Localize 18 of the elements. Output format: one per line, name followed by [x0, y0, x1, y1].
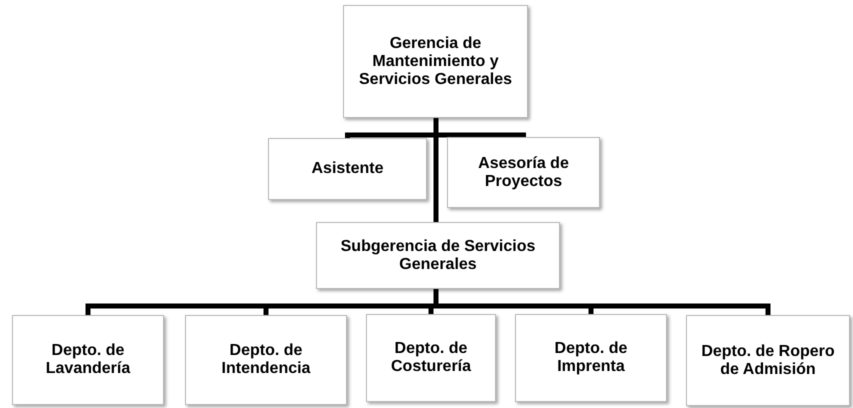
- org-box: [366, 314, 496, 402]
- org-box: [447, 137, 600, 208]
- org-box: [686, 315, 850, 406]
- box-label: Asistente: [310, 160, 385, 178]
- box-label: Subgerencia de Servicios Generales: [340, 238, 536, 274]
- org-box: [185, 315, 347, 405]
- box-label: Depto. de Imprenta: [554, 340, 628, 376]
- box-label: Depto. de Lavandería: [44, 342, 132, 378]
- box-label: Depto. de Ropero de Admisión: [700, 342, 836, 378]
- box-label: Gerencia de Mantenimiento y Servicios Generales: [358, 34, 513, 88]
- org-box: [316, 222, 560, 289]
- org-box: [515, 314, 667, 402]
- org-box: [12, 315, 164, 405]
- box-label: Asesoría de Proyectos: [477, 154, 570, 190]
- box-label: Depto. de Costurería: [390, 340, 472, 376]
- org-box: [343, 5, 528, 118]
- org-box: [268, 138, 427, 200]
- box-label: Depto. de Intendencia: [220, 342, 312, 378]
